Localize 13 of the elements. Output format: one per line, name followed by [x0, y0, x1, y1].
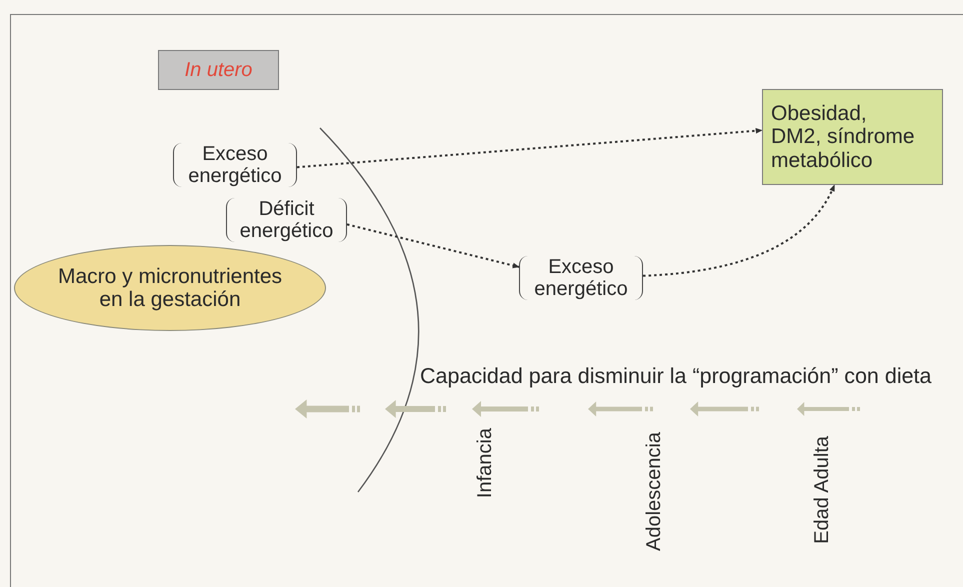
bracketed-label: Exceso energético	[173, 143, 297, 187]
dotted-arrow	[346, 223, 520, 268]
bracketed-label: Déficit energético	[226, 198, 347, 242]
life-stage-label: Infancia	[475, 428, 495, 498]
caption-text: Capacidad para disminuir la “programación” con dieta	[420, 364, 932, 389]
bracketed-label: Exceso energético	[519, 256, 643, 300]
stage-box: In utero	[158, 50, 279, 90]
life-stage-label: Edad Adulta	[812, 436, 832, 544]
nutrient-ellipse: Macro y micronutrientes en la gestación	[14, 245, 326, 331]
outcome-box: Obesidad, DM2, síndrome metabólico	[762, 89, 943, 185]
dotted-arrow	[296, 128, 763, 168]
life-stage-label: Adolescencia	[644, 432, 664, 551]
dotted-arrow	[642, 184, 836, 277]
